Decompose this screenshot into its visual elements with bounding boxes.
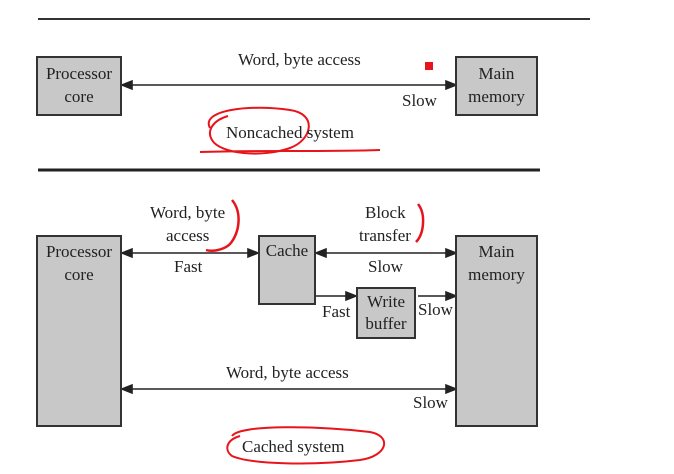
cache-writebuffer-arrow [316, 290, 359, 302]
writebuffer-fast-label: Fast [322, 302, 351, 321]
cache-memory-arrow [313, 247, 459, 259]
red-dot-marker [425, 62, 433, 70]
top-processor-core-label-line1: Processor [45, 64, 113, 83]
top-access-label: Word, byte access [238, 50, 361, 69]
cache-memory-slow-label: Slow [368, 257, 403, 276]
top-processor-core-box: Processor core [36, 56, 122, 116]
writebuffer-slow-label: Slow [418, 300, 453, 319]
top-main-memory-label-line2: memory [468, 87, 525, 106]
word-byte-access-label-line2: access [166, 226, 210, 245]
bottom-main-memory-label-line1: Main [478, 242, 515, 261]
direct-slow-label: Slow [413, 393, 448, 412]
write-buffer-box: Write buffer [356, 287, 416, 339]
bottom-processor-core-box: Processor core [36, 235, 122, 427]
word-byte-bracket-annotation [205, 199, 240, 252]
top-access-arrow [119, 79, 459, 91]
bottom-main-memory-box: Main memory [455, 235, 538, 427]
writebuffer-memory-arrow [418, 290, 459, 302]
cache-label: Cache [265, 241, 309, 260]
cache-box: Cache [258, 235, 316, 305]
word-byte-access-label-line1: Word, byte [150, 203, 226, 222]
noncached-circle-annotation [207, 106, 310, 155]
processor-cache-arrow [119, 247, 261, 259]
bottom-main-memory-label-line2: memory [468, 265, 525, 284]
cached-caption: Cached system [242, 437, 345, 456]
block-transfer-label-line2: transfer [359, 226, 411, 245]
direct-access-arrow [119, 383, 459, 395]
block-transfer-bracket-annotation [415, 203, 425, 243]
write-buffer-label-line1: Write [366, 292, 406, 311]
direct-access-label: Word, byte access [226, 363, 349, 382]
bottom-processor-core-label-line1: Processor [45, 242, 113, 261]
noncached-underline-annotation [199, 149, 381, 153]
top-processor-core-label-line2: core [64, 87, 94, 106]
write-buffer-label-line2: buffer [365, 314, 407, 333]
noncached-caption: Noncached system [226, 123, 354, 142]
top-main-memory-label-line1: Main [478, 64, 515, 83]
block-transfer-label-line1: Block [365, 203, 406, 222]
processor-cache-fast-label: Fast [174, 257, 203, 276]
bottom-processor-core-label-line2: core [64, 265, 94, 284]
top-slow-label: Slow [402, 91, 437, 110]
cached-circle-annotation [226, 426, 386, 465]
top-main-memory-box: Main memory [455, 56, 538, 116]
